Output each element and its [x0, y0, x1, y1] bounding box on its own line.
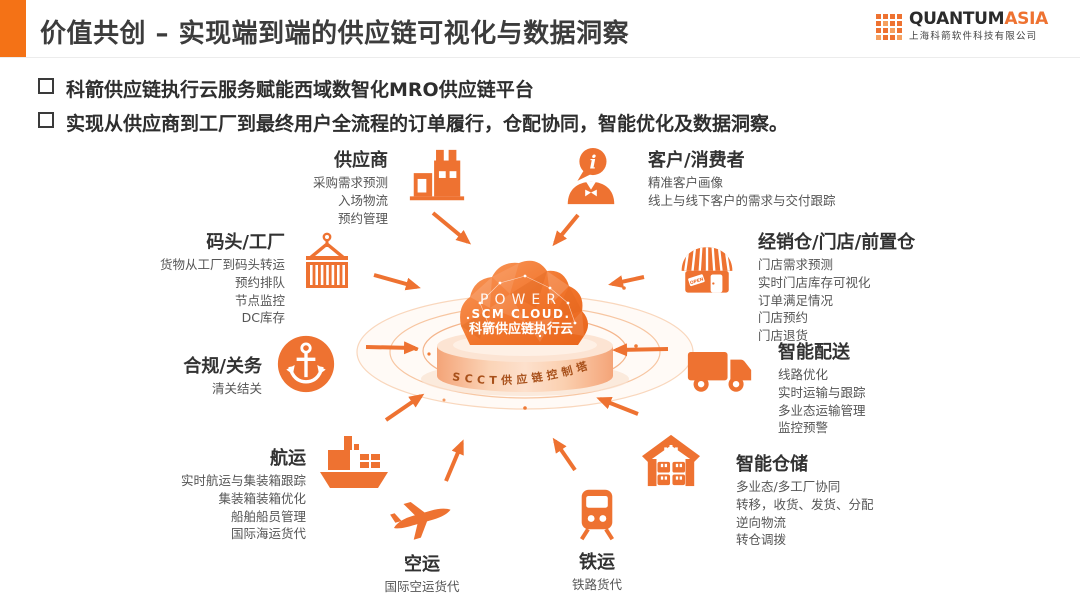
logo-brand-secondary: ASIA	[1004, 9, 1048, 29]
node-supplier: 供应商 采购需求预测 入场物流 预约管理	[236, 146, 468, 227]
plane-icon	[388, 492, 456, 544]
logo-grid-icon	[875, 14, 902, 40]
hub-line1: POWER	[480, 292, 562, 308]
node-warehouse: 智能仓储 多业态/多工厂协同 转移，收货、发货、分配 逆向物流 转仓调拨	[640, 430, 874, 549]
bullet-square-icon	[38, 78, 54, 94]
hub-line3: 科箭供应链执行云	[469, 321, 573, 337]
svg-text:i: i	[589, 152, 596, 173]
node-delivery: 智能配送 线路优化 实时运输与跟踪 多业态运输管理 监控预警	[686, 338, 866, 437]
node-title: 智能仓储	[736, 454, 808, 475]
company-logo: QUANTUMASIA 上海科箭软件科技有限公司	[875, 11, 1048, 42]
store-icon: OPEN	[678, 240, 736, 298]
bullet-1-text: 科箭供应链执行云服务赋能西域数智化MRO供应链平台	[66, 79, 534, 101]
bullet-square-icon	[38, 112, 54, 128]
node-title: 供应商	[334, 150, 388, 171]
node-title: 经销仓/门店/前置仓	[758, 232, 916, 253]
factory-icon	[406, 146, 468, 208]
anchor-icon	[276, 334, 336, 394]
bullet-2: 实现从供应商到工厂到最终用户全流程的订单履行，仓配协同，智能优化及数据洞察。	[38, 109, 788, 136]
hub-line2: SCM CLOUD.	[471, 307, 570, 321]
train-icon	[570, 486, 624, 542]
header: 价值共创 – 实现端到端的供应链可视化与数据洞察 QUANTUMASIA 上海科…	[0, 0, 1080, 58]
accent-bar	[0, 0, 26, 57]
node-title: 智能配送	[778, 342, 850, 363]
node-title: 客户/消费者	[648, 150, 745, 171]
logo-company-name: 上海科箭软件科技有限公司	[908, 31, 1038, 42]
node-rail: 铁运 铁路货代	[542, 486, 652, 594]
node-customs: 合规/关务 清关结关	[112, 334, 336, 398]
customer-icon: i	[560, 146, 622, 208]
svg-text:OPEN: OPEN	[689, 276, 704, 286]
logo-brand: QUANTUMASIA	[909, 11, 1048, 28]
container-crane-icon	[295, 232, 359, 296]
node-title: 空运	[404, 554, 440, 575]
node-title: 码头/工厂	[206, 232, 285, 253]
page-title: 价值共创 – 实现端到端的供应链可视化与数据洞察	[40, 19, 630, 49]
bullet-2-text: 实现从供应商到工厂到最终用户全流程的订单履行，仓配协同，智能优化及数据洞察。	[66, 113, 789, 135]
bullet-1: 科箭供应链执行云服务赋能西域数智化MRO供应链平台	[38, 75, 534, 102]
node-shipping: 航运 实时航运与集装箱跟踪 集装箱装箱优化 船舶船员管理 国际海运货代	[118, 428, 392, 543]
scm-cloud-hub: SCCT供应链控制塔 POWER	[356, 260, 694, 410]
node-dock: 码头/工厂 货物从工厂到码头转运 预约排队 节点监控 DC库存	[93, 228, 359, 327]
ship-icon	[316, 428, 392, 490]
node-title: 合规/关务	[183, 356, 262, 377]
node-customer: i 客户/消费者 精准客户画像 线上与线下客户的需求与交付跟踪	[560, 146, 836, 210]
logo-brand-primary: QUANTUM	[908, 9, 1005, 29]
node-title: 航运	[270, 448, 306, 469]
warehouse-icon	[640, 430, 702, 488]
power-scm-cloud: POWER SCM CLOUD. 科箭供应链执行云	[460, 260, 589, 345]
node-title: 铁运	[579, 552, 615, 573]
truck-icon	[686, 342, 754, 398]
node-air: 空运 国际空运货代	[356, 492, 488, 596]
node-stores: OPEN 经销仓/门店/前置仓 门店需求预测 实时门店库存可视化 订单满足情况 …	[678, 228, 915, 345]
